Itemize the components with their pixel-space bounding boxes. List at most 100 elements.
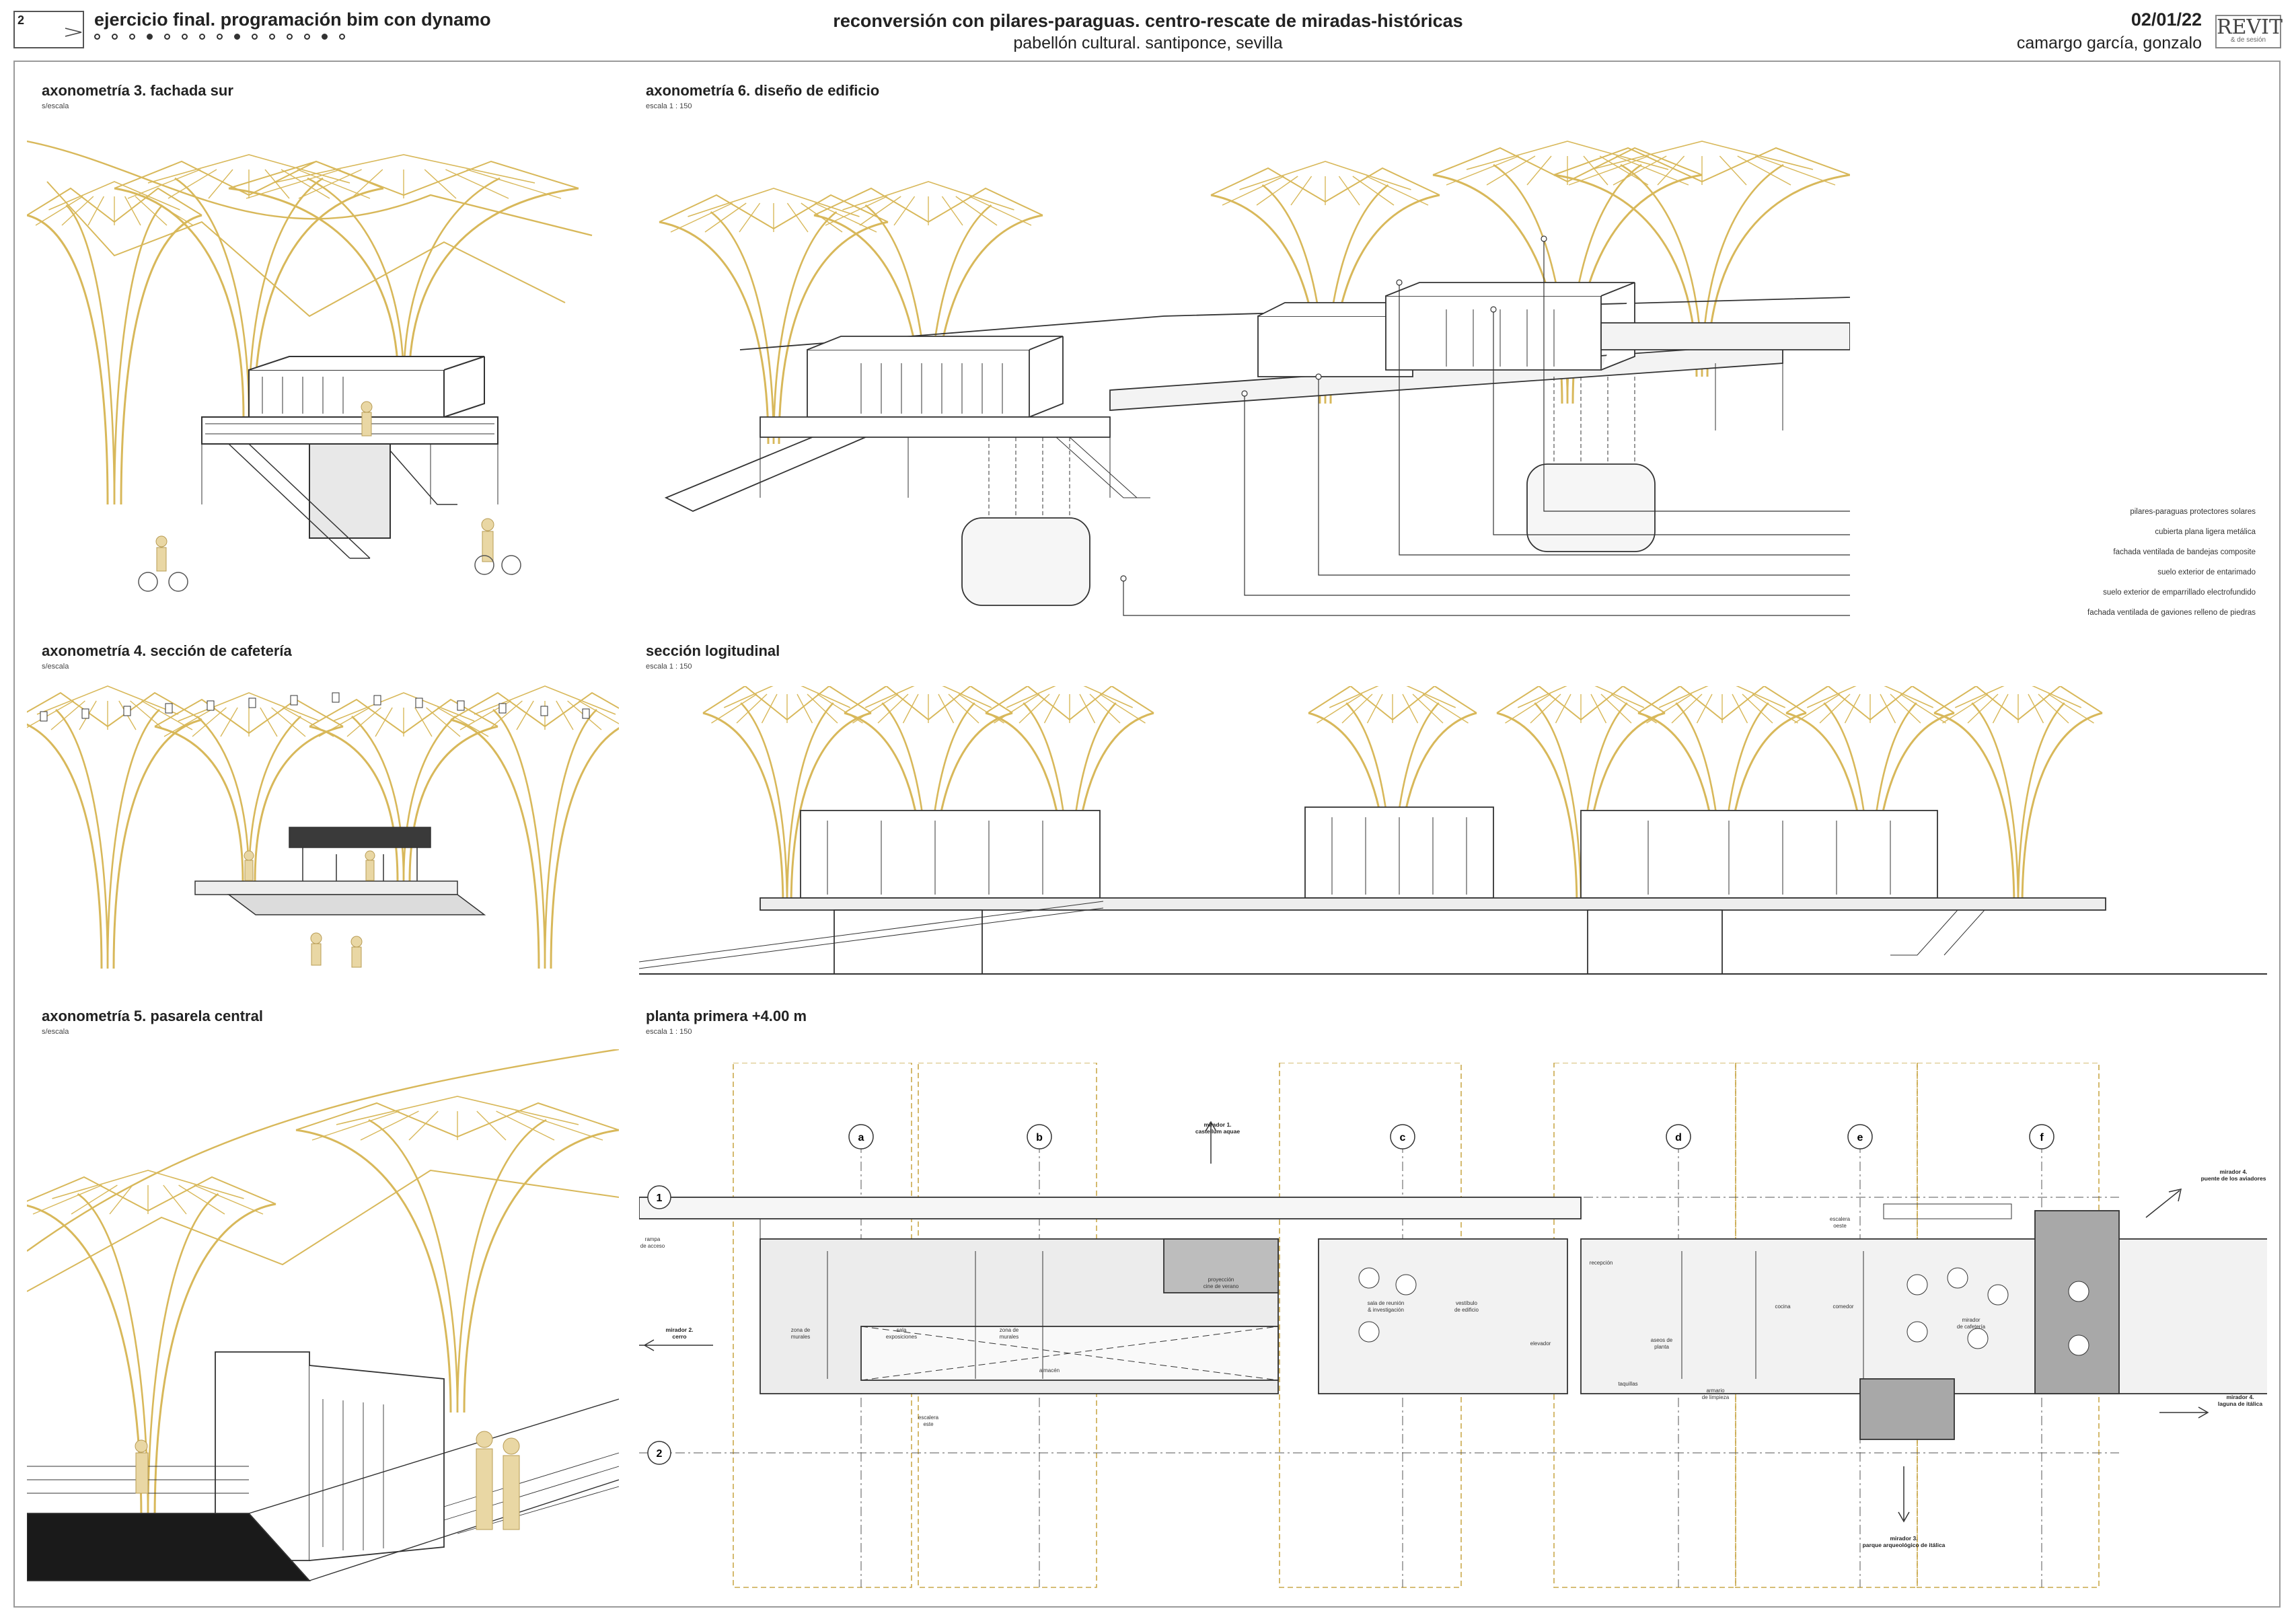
- grid-bubble-label: b: [1036, 1132, 1043, 1143]
- grid-bubble: [1666, 1124, 1691, 1150]
- umbrella-rib: [1006, 686, 1134, 708]
- umbrella-rib: [375, 707, 393, 737]
- umbrella-rib: [1890, 693, 1921, 724]
- skylight-mark: [248, 698, 256, 708]
- umbrella-rib: [1613, 155, 1667, 186]
- umbrella-rib: [65, 204, 116, 505]
- label-recepcion: recepción: [1590, 1260, 1613, 1266]
- grid-bubble: [1390, 1124, 1415, 1150]
- umbrella-rib: [1099, 693, 1146, 724]
- progress-dot: [304, 34, 310, 40]
- umbrella-rib: [351, 716, 405, 882]
- umbrella-rib: [2017, 702, 2065, 909]
- umbrella-rib: [1719, 155, 1747, 186]
- umbrella-rib: [492, 709, 546, 969]
- umbrella-rib: [2021, 712, 2103, 909]
- table-mark: [1358, 1267, 1380, 1289]
- grid-bubble: [1027, 1124, 1052, 1150]
- umbrella-rib: [1754, 155, 1836, 186]
- umbrella-rib: [1329, 686, 1456, 708]
- umbrella-rib: [27, 700, 74, 728]
- umbrella-rib: [27, 691, 202, 728]
- author: camargo garcía, gonzalo: [2016, 34, 2202, 52]
- grid-row-bubble: [647, 1441, 671, 1465]
- axo4-title: axonometría 4. sección de cafetería: [42, 642, 292, 659]
- axo5-scale: s/escala: [42, 1028, 69, 1036]
- umbrella-rib: [87, 196, 105, 226]
- umbrella-rib: [948, 693, 979, 724]
- label-mirador-5: mirador 4.puente de los aviadores: [2201, 1168, 2266, 1182]
- umbrella-rib: [1880, 693, 1896, 724]
- label-mirador-2: mirador 2.cerro: [665, 1326, 693, 1340]
- umbrella-rib: [938, 693, 955, 724]
- axo6-title: axonometría 6. diseño de edificio: [646, 82, 880, 99]
- grid-bubble: [848, 1124, 874, 1150]
- umbrella-rib: [112, 718, 202, 969]
- umbrella-rib: [27, 214, 109, 505]
- progress-dot: [129, 34, 135, 40]
- skylight-mark: [81, 708, 89, 719]
- progress-dot: [182, 34, 188, 40]
- table-mark: [1906, 1274, 1928, 1295]
- canopy-edge: [46, 181, 566, 317]
- umbrella-rib: [739, 202, 761, 233]
- umbrella-rib: [36, 685, 179, 715]
- umbrella-rib: [1256, 176, 1298, 206]
- label-mirador-4: mirador 4.laguna de itálica: [2218, 1394, 2262, 1407]
- umbrella-rib: [864, 686, 992, 708]
- umbrella-rib: [27, 1204, 143, 1521]
- umbrella-rib: [474, 685, 616, 715]
- umbrella-rib: [336, 1096, 579, 1125]
- umbrella-rib: [786, 702, 834, 909]
- progress-dot: [217, 34, 223, 40]
- umbrella-rib: [1583, 155, 1608, 186]
- course-title: ejercicio final. programación bim con dy…: [94, 9, 491, 30]
- progress-dot: [252, 34, 258, 40]
- grid-row-bubble: [647, 1185, 671, 1209]
- umbrella-rib: [1555, 693, 1571, 724]
- grid-bubble-label: c: [1400, 1132, 1406, 1143]
- progress-dot: [164, 34, 170, 40]
- umbrella-rib: [544, 709, 597, 969]
- umbrella-rib: [893, 196, 916, 226]
- date: 02/01/22: [2131, 9, 2202, 30]
- table-mark: [1947, 1267, 1968, 1289]
- umbrella-rib: [711, 693, 757, 724]
- umbrella-rib: [1530, 693, 1561, 724]
- project-title: reconversión con pilares-paraguas. centr…: [833, 11, 1463, 31]
- umbrella-rib: [1496, 712, 1578, 909]
- umbrella-rib: [71, 1184, 118, 1215]
- umbrella-rib: [113, 204, 163, 505]
- umbrella-rib: [702, 712, 784, 909]
- umbrella-rib: [402, 177, 501, 384]
- umbrella-rib: [147, 1193, 219, 1521]
- umbrella-rib: [790, 712, 872, 909]
- umbrella-rib: [814, 202, 877, 233]
- umbrella-rib: [35, 196, 83, 226]
- canopy-edge: [27, 140, 593, 237]
- umbrella-rib: [408, 1110, 439, 1141]
- skylight-mark: [415, 698, 423, 708]
- umbrella-rib: [1732, 693, 1748, 724]
- umbrella-rib: [1819, 693, 1851, 724]
- umbrella-rib: [309, 725, 399, 882]
- umbrella-rib: [120, 214, 202, 505]
- table-mark: [1967, 1328, 1989, 1349]
- table-mark: [2068, 1281, 2089, 1302]
- umbrella-rib: [360, 1110, 419, 1141]
- revit-logo: REVIT & de sesión: [2215, 15, 2283, 48]
- umbrella-rib: [178, 1184, 225, 1215]
- umbrella-rib: [135, 196, 168, 226]
- umbrella-rib: [1806, 686, 1934, 708]
- umbrella-rib: [659, 221, 770, 445]
- label-comedor: comedor: [1832, 1304, 1853, 1310]
- umbrella-rib: [1671, 693, 1703, 724]
- umbrella-rib: [163, 707, 215, 737]
- umbrella-rib: [127, 169, 201, 199]
- umbrella-rib: [710, 211, 775, 445]
- umbrella-rib: [807, 693, 838, 724]
- umbrella-rib: [332, 692, 475, 722]
